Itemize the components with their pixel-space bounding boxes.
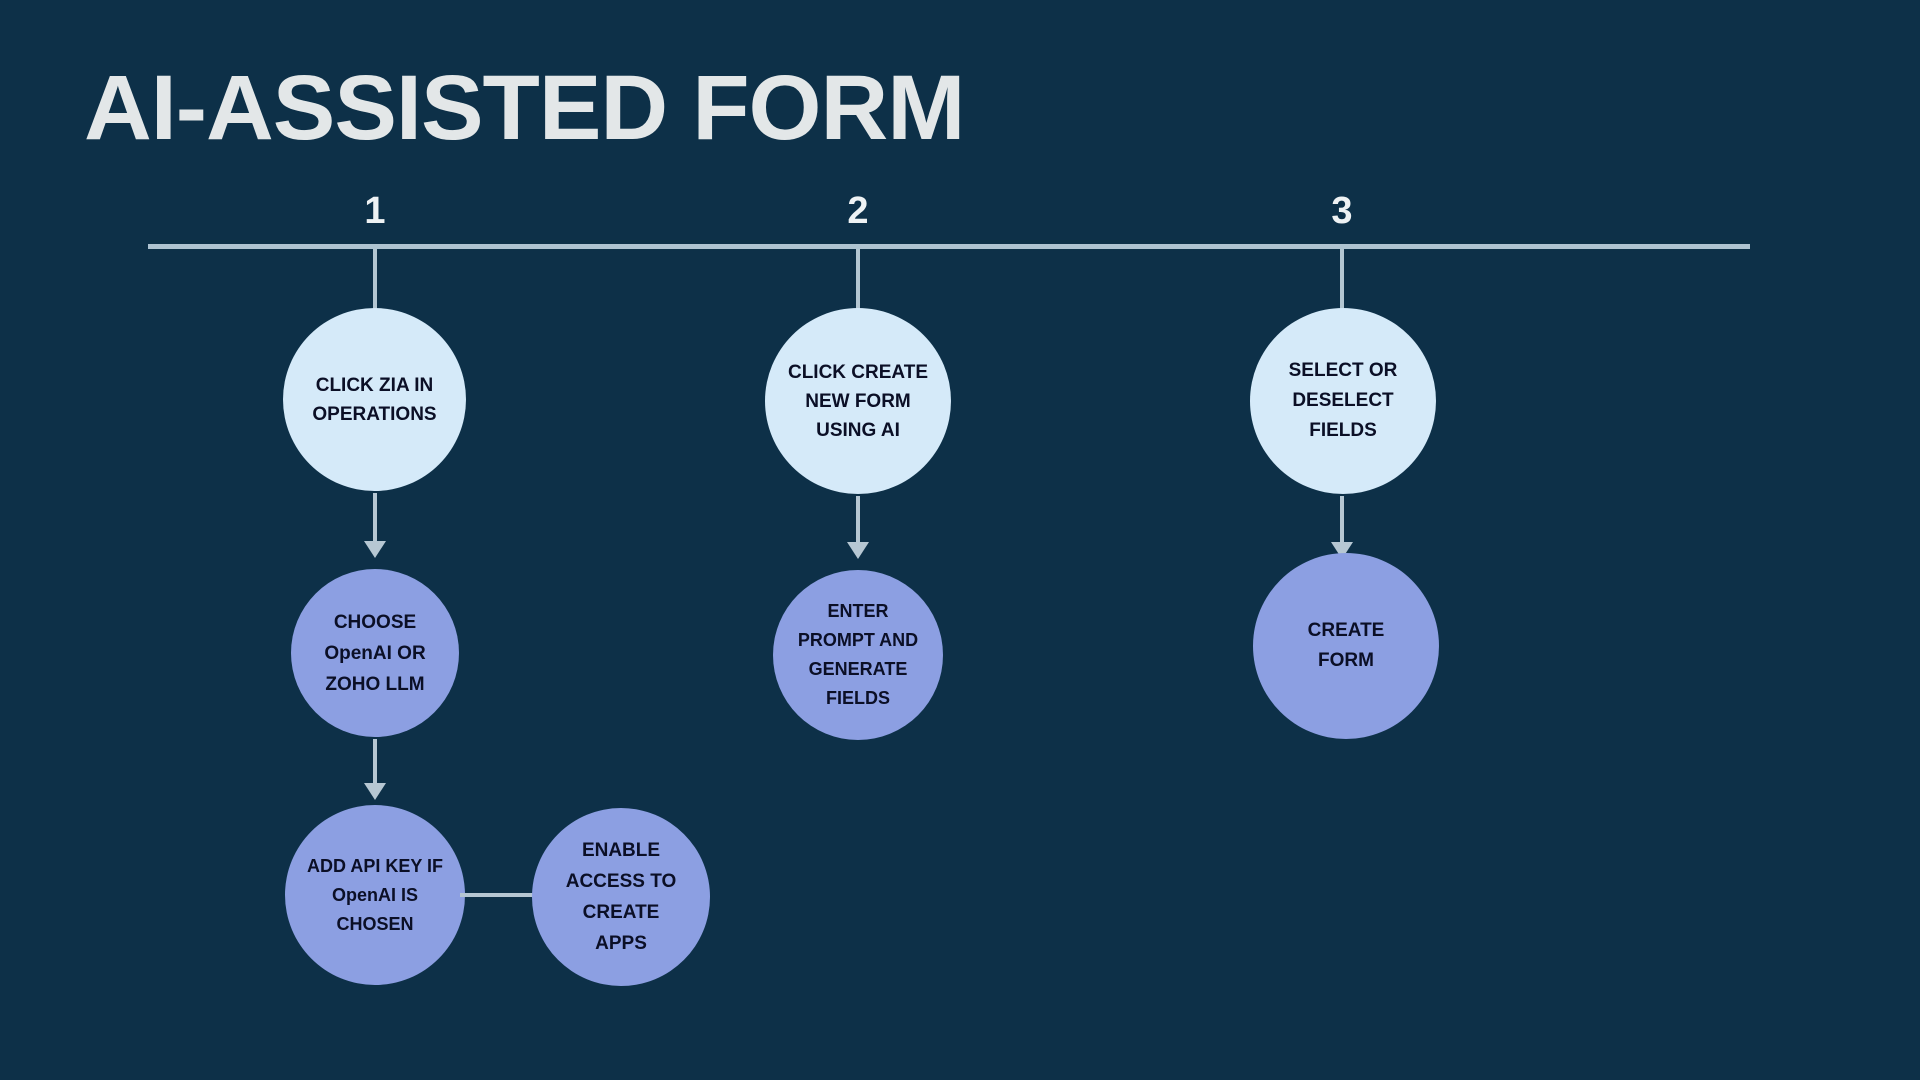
node-label: CLICK ZIA IN OPERATIONS (312, 374, 437, 425)
node-click-zia-in-operations[interactable]: CLICK ZIA IN OPERATIONS (283, 308, 466, 491)
arrow-step1-top-to-mid (364, 493, 386, 558)
step-number-2: 2 (847, 190, 869, 232)
step-number-1: 1 (364, 190, 386, 232)
node-label: CREATE FORM (1307, 620, 1385, 671)
node-create-form[interactable]: CREATE FORM (1253, 553, 1439, 739)
arrow-step3-top-to-mid (1331, 496, 1353, 559)
node-choose-llm[interactable]: CHOOSE OpenAI OR ZOHO LLM (291, 569, 459, 737)
node-label: SELECT OR DESELECT FIELDS (1288, 360, 1398, 441)
page-title: AI-ASSISTED FORM (84, 57, 965, 159)
node-label: ADD API KEY IF OpenAI IS CHOSEN (306, 855, 444, 934)
connector-stem-step1 (373, 249, 377, 309)
node-add-api-key[interactable]: ADD API KEY IF OpenAI IS CHOSEN (285, 805, 465, 985)
node-label: ENTER PROMPT AND GENERATE FIELDS (797, 601, 919, 708)
timeline-axis (148, 244, 1750, 249)
node-enable-access-create-apps[interactable]: ENABLE ACCESS TO CREATE APPS (532, 808, 710, 986)
node-label: CHOOSE OpenAI OR ZOHO LLM (324, 611, 426, 695)
node-select-or-deselect-fields[interactable]: SELECT OR DESELECT FIELDS (1250, 308, 1436, 494)
arrow-step2-top-to-mid (847, 496, 869, 559)
connector-stem-step3 (1340, 249, 1344, 309)
node-click-create-new-form[interactable]: CLICK CREATE NEW FORM USING AI (765, 308, 951, 494)
node-label: ENABLE ACCESS TO CREATE APPS (565, 840, 677, 954)
node-enter-prompt-generate-fields[interactable]: ENTER PROMPT AND GENERATE FIELDS (773, 570, 943, 740)
arrow-step1-mid-to-bottom (364, 739, 386, 800)
node-label: CLICK CREATE NEW FORM USING AI (787, 361, 929, 441)
step-number-3: 3 (1331, 190, 1353, 232)
arrow-api-key-to-enable-access (460, 885, 553, 905)
connector-stem-step2 (856, 249, 860, 309)
